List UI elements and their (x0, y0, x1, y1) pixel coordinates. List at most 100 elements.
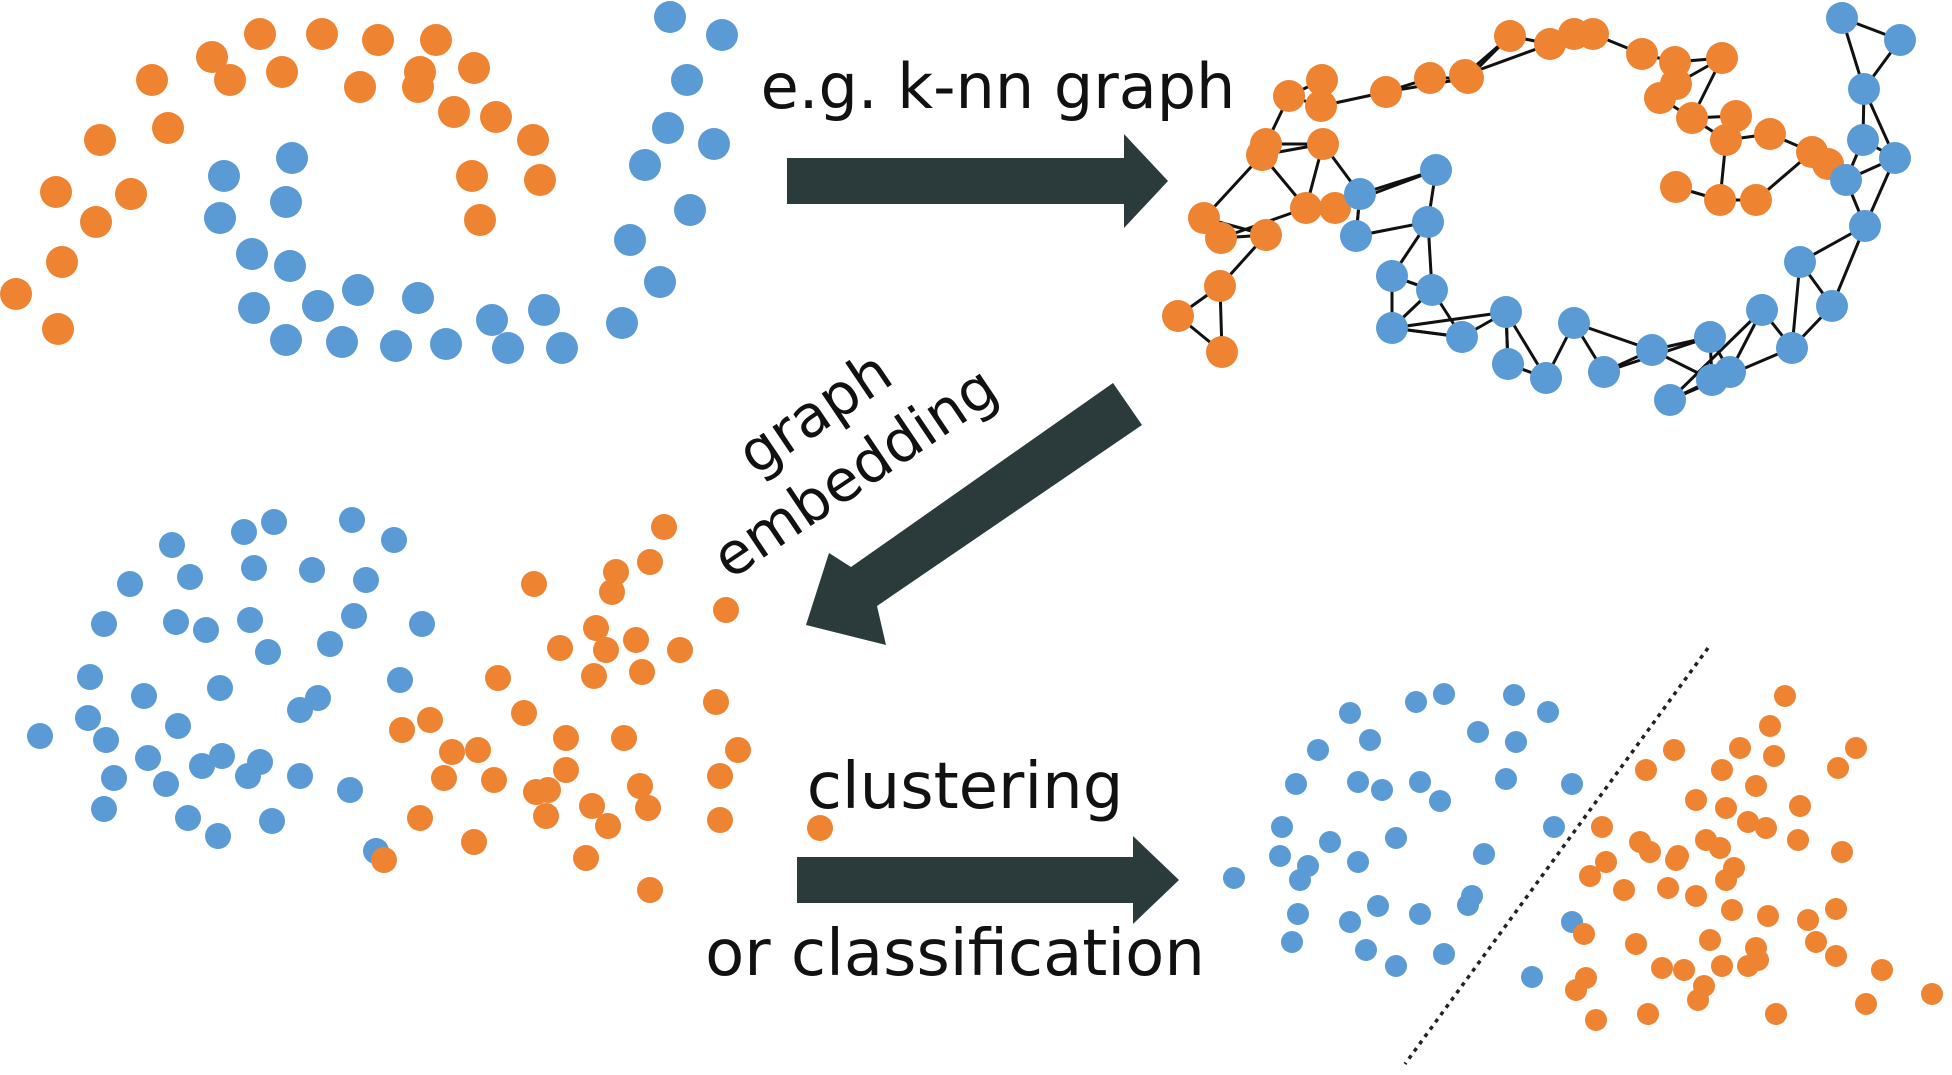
arrow-to-graph (787, 134, 1168, 228)
embedded-orange-point (481, 767, 507, 793)
classified-orange-point (1637, 1003, 1659, 1025)
embedded-blue-point (165, 713, 191, 739)
embedded-blue-point (209, 743, 235, 769)
moon-orange-point (517, 124, 549, 156)
classified-blue-point (1409, 903, 1431, 925)
classified-blue-point (1543, 816, 1565, 838)
embedded-orange-point (707, 807, 733, 833)
classified-orange-point (1579, 865, 1601, 887)
embedded-blue-point (159, 532, 185, 558)
graph-orange-point (1246, 139, 1278, 171)
classified-orange-point (1729, 737, 1751, 759)
classified-blue-point (1537, 701, 1559, 723)
classified-blue-point (1271, 816, 1293, 838)
moon-orange-point (456, 160, 488, 192)
moon-orange-point (266, 56, 298, 88)
graph-orange-point (1162, 300, 1194, 332)
embedded-orange-point (713, 597, 739, 623)
moon-blue-point (698, 128, 730, 160)
classified-blue-point (1503, 684, 1525, 706)
embedded-orange-point (707, 763, 733, 789)
embedded-blue-point (287, 763, 313, 789)
embedded-blue-point (135, 745, 161, 771)
moon-orange-point (244, 18, 276, 50)
moon-orange-point (464, 204, 496, 236)
classified-orange-point (1825, 898, 1847, 920)
panel-classified (1223, 683, 1943, 1031)
graph-orange-point (1305, 90, 1337, 122)
classified-orange-point (1673, 959, 1695, 981)
embedded-orange-point (439, 739, 465, 765)
embedded-blue-point (339, 507, 365, 533)
classified-orange-point (1757, 905, 1779, 927)
classified-orange-point (1693, 975, 1715, 997)
classified-orange-point (1763, 745, 1785, 767)
graph-orange-point (1704, 184, 1736, 216)
embedded-orange-point (407, 805, 433, 831)
graph-orange-point (1720, 100, 1752, 132)
classified-orange-point (1639, 841, 1661, 863)
embedded-orange-point (595, 813, 621, 839)
classified-blue-point (1433, 683, 1455, 705)
graph-blue-point (1714, 356, 1746, 388)
embedded-blue-point (231, 519, 257, 545)
classified-orange-point (1921, 983, 1943, 1005)
embedded-orange-point (573, 845, 599, 871)
embedded-blue-point (175, 805, 201, 831)
classified-orange-point (1657, 877, 1679, 899)
classified-blue-point (1281, 931, 1303, 953)
classified-orange-point (1871, 959, 1893, 981)
classified-orange-point (1625, 933, 1647, 955)
graph-orange-point (1706, 42, 1738, 74)
embedded-orange-point (637, 549, 663, 575)
graph-orange-point (1660, 171, 1692, 203)
classified-orange-point (1585, 1009, 1607, 1031)
embedded-blue-point (317, 631, 343, 657)
clustering-label: clustering (807, 750, 1124, 824)
moon-blue-point (706, 19, 738, 51)
embedded-blue-point (101, 765, 127, 791)
embedded-blue-point (27, 723, 53, 749)
graph-blue-point (1340, 220, 1372, 252)
moon-blue-point (671, 64, 703, 96)
moon-blue-point (236, 238, 268, 270)
embedded-blue-point (117, 571, 143, 597)
graph-blue-point (1816, 290, 1848, 322)
moon-orange-point (420, 24, 452, 56)
classified-blue-point (1339, 702, 1361, 724)
embedded-orange-point (553, 757, 579, 783)
graph-orange-point (1273, 80, 1305, 112)
classified-blue-point (1319, 831, 1341, 853)
graph-orange-point (1206, 336, 1238, 368)
embedded-blue-point (189, 753, 215, 779)
embedded-blue-point (75, 705, 101, 731)
classified-orange-point (1789, 795, 1811, 817)
embedded-blue-point (163, 609, 189, 635)
embedded-orange-point (389, 717, 415, 743)
embedded-blue-point (235, 763, 261, 789)
embedded-blue-point (193, 617, 219, 643)
graph-blue-point (1558, 307, 1590, 339)
graph-blue-point (1848, 73, 1880, 105)
classified-blue-point (1339, 911, 1361, 933)
embedded-blue-point (409, 611, 435, 637)
moon-orange-point (214, 64, 246, 96)
moon-orange-point (0, 278, 32, 310)
embedded-orange-point (637, 877, 663, 903)
classified-orange-point (1635, 759, 1657, 781)
embedded-orange-point (521, 571, 547, 597)
embedded-orange-point (603, 559, 629, 585)
moon-blue-point (654, 1, 686, 33)
classified-orange-point (1685, 789, 1707, 811)
embedded-orange-point (535, 777, 561, 803)
graph-blue-point (1446, 321, 1478, 353)
classified-blue-point (1371, 779, 1393, 801)
moon-blue-point (644, 266, 676, 298)
classified-orange-point (1595, 851, 1617, 873)
arrow-to-classification (797, 836, 1179, 924)
classification-label: or classification (705, 917, 1205, 991)
classified-orange-point (1715, 797, 1737, 819)
classified-blue-point (1409, 771, 1431, 793)
embedded-blue-point (353, 567, 379, 593)
